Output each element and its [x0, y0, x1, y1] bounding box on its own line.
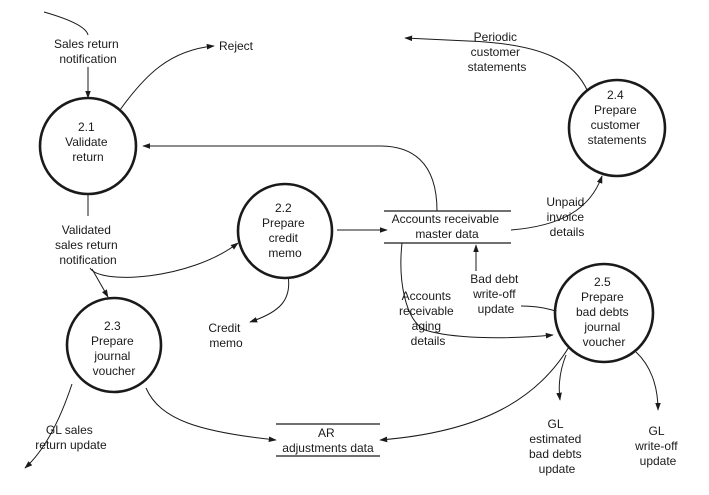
- arrow-aging-details: [400, 242, 554, 339]
- label-aging-details: Accounts receivable aging details: [399, 289, 457, 348]
- label-sales-return-notification: Sales return notification: [54, 37, 122, 66]
- arrow-2-3-to-ar-adjust: [145, 387, 277, 443]
- process-2-4-label: 2.4 Prepare customer statements: [588, 88, 647, 147]
- arrow-gl-estimated: [556, 354, 567, 401]
- process-2-1-circle: [38, 96, 138, 196]
- label-credit-memo: Credit memo: [208, 321, 243, 350]
- arrow-gl-writeoff: [635, 351, 661, 411]
- label-gl-estimated: GL estimated bad debts update: [529, 417, 585, 476]
- arrow-reject: [119, 43, 215, 111]
- arrow-validated-to-2-3: [91, 268, 109, 298]
- arrow-2-5-to-ar-adjust: [379, 339, 574, 443]
- label-gl-sales-return: GL sales return update: [35, 423, 107, 452]
- ar-adjust-label: AR adjustments data: [282, 426, 374, 455]
- arrow-periodic-statements: [404, 35, 589, 93]
- label-unpaid-invoice: Unpaid invoice details: [546, 195, 587, 239]
- arrow-unpaid-invoice: [510, 175, 603, 231]
- process-2-5-label: 2.5 Prepare bad debts journal voucher: [576, 275, 632, 349]
- process-2-4-circle: [567, 78, 667, 178]
- process-2-2-circle: [236, 182, 334, 280]
- label-gl-writeoff: GL write-off update: [634, 424, 681, 468]
- ar-master-label: Accounts receivable master data: [392, 212, 503, 241]
- arrow-credit-memo: [249, 274, 290, 323]
- arrow-gl-sales-return: [24, 383, 73, 469]
- label-periodic-statements: Periodic customer statements: [468, 30, 527, 74]
- label-bad-debt-writeoff: Bad debt write-off update: [470, 272, 521, 316]
- process-2-2-label: 2.2 Prepare credit memo: [262, 201, 308, 260]
- label-validated-notification: Validated sales return notification: [55, 223, 121, 267]
- arrow-ar-master-to-2-1: [142, 143, 438, 212]
- arrow-validated-to-2-2: [89, 242, 239, 278]
- process-2-1-label: 2.1 Validate return: [65, 120, 111, 164]
- process-2-3-label: 2.3 Prepare journal voucher: [91, 319, 137, 378]
- label-reject: Reject: [219, 39, 254, 53]
- flow-line-sales-return-notification: [43, 11, 89, 36]
- process-2-5-circle: [553, 262, 655, 364]
- process-2-3-circle: [65, 296, 163, 394]
